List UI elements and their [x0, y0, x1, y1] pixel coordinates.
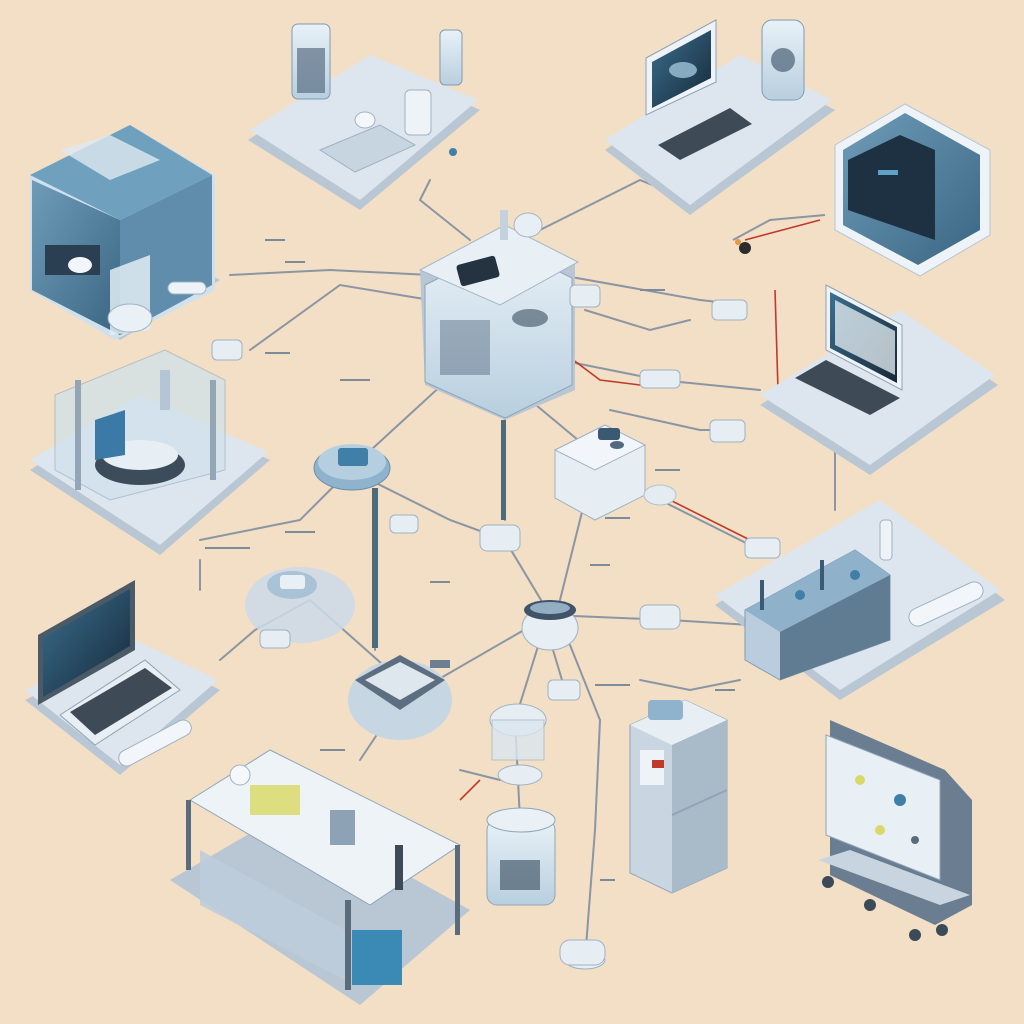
wire — [584, 309, 691, 332]
wire — [569, 644, 602, 961]
connector-device — [744, 537, 781, 559]
wire-red — [659, 494, 761, 546]
lab-bench — [170, 749, 470, 1005]
connector-device — [479, 524, 521, 552]
connector-device — [569, 284, 601, 308]
signal-wires-red — [459, 219, 821, 801]
connector-device — [259, 629, 291, 649]
wire — [459, 769, 501, 781]
central-canister-node[interactable] — [521, 600, 579, 651]
wire-red — [459, 779, 481, 801]
connector-device — [709, 419, 746, 443]
wire — [418, 179, 471, 241]
router-node[interactable] — [348, 655, 452, 740]
microscope-station — [30, 349, 270, 555]
cable-labels — [205, 239, 735, 881]
glass-canister-column — [486, 703, 606, 970]
glass-lab-platform — [248, 23, 480, 210]
assembly-workstation — [715, 500, 1005, 700]
secondary-analyzer-hub[interactable] — [553, 424, 677, 521]
display-cart-icon — [825, 734, 941, 881]
blue-reactor-cabinet — [30, 125, 220, 340]
central-server-hub[interactable] — [418, 210, 580, 420]
connector-device — [559, 939, 606, 966]
laptop-station-right — [760, 284, 998, 475]
small-connector-devices — [211, 284, 781, 966]
tower-server-icon — [630, 700, 727, 745]
disc-node-upper[interactable] — [313, 420, 506, 648]
wire-red — [774, 289, 779, 391]
connector-device — [639, 369, 681, 389]
connector-device — [547, 679, 581, 701]
monitor-workstation — [605, 19, 835, 215]
connector-node — [739, 242, 751, 254]
wire-red — [744, 219, 821, 241]
beaker-icon — [439, 29, 463, 86]
connector-device — [211, 339, 243, 361]
wire — [249, 283, 431, 351]
printer-icon — [848, 135, 935, 240]
connector-device — [639, 604, 681, 630]
wire — [639, 679, 741, 692]
laptop-station-left — [25, 580, 220, 775]
connector-node — [449, 148, 457, 156]
wire — [229, 268, 431, 276]
blue-printer-device — [732, 103, 991, 277]
tower-server — [629, 699, 728, 894]
connector-device — [711, 299, 748, 321]
connector-device — [389, 514, 419, 534]
display-cart — [818, 720, 972, 941]
disc-node-lower[interactable] — [245, 567, 355, 643]
